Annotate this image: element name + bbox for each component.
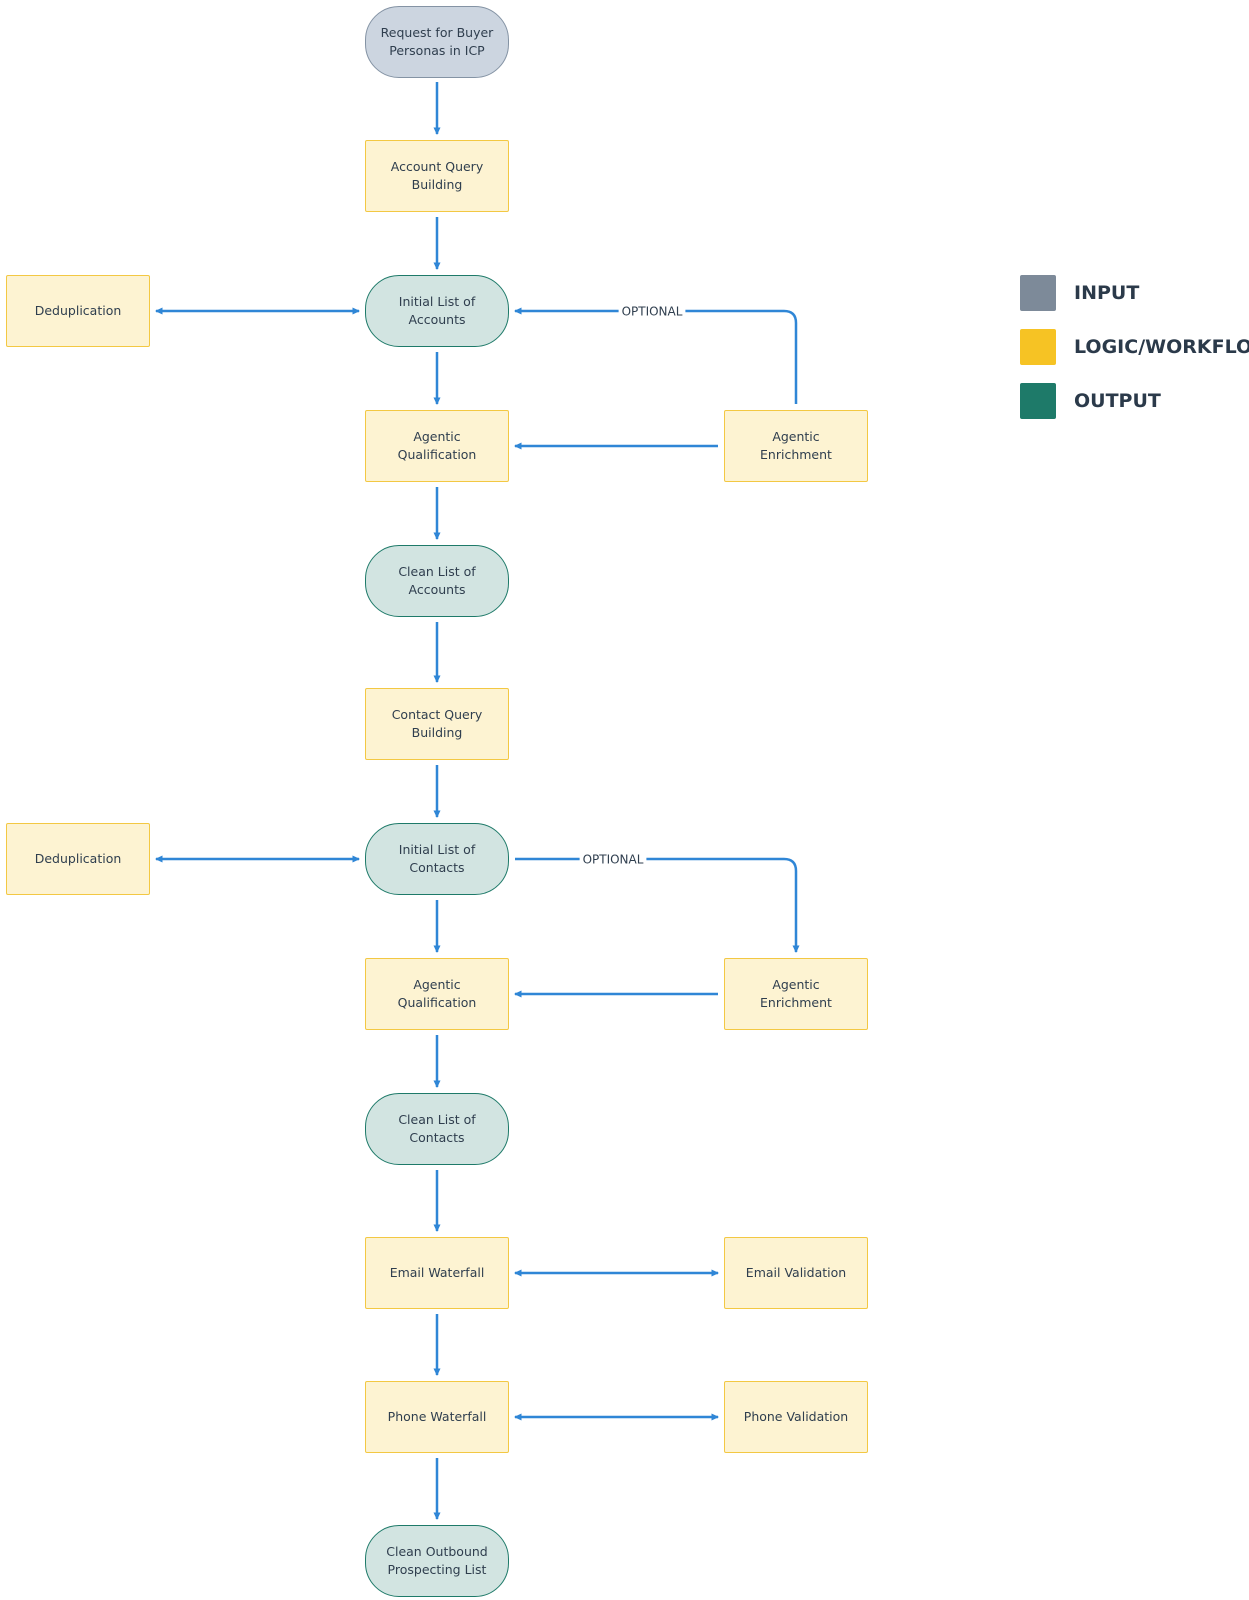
node-label: Request for Buyer Personas in ICP [380, 25, 494, 58]
node-deduplication-accounts[interactable]: Deduplication [6, 275, 150, 347]
arrow-optional-initial-contacts-to-enrichment [515, 857, 800, 953]
node-label: Clean Outbound Prospecting List [386, 1544, 488, 1577]
node-agentic-qualification-accounts[interactable]: Agentic Qualification [365, 410, 509, 482]
node-account-query-building[interactable]: Account Query Building [365, 140, 509, 212]
node-label: Contact Query Building [391, 707, 483, 740]
legend-item-output: OUTPUT [1020, 383, 1161, 419]
node-label: Initial List of Accounts [398, 294, 476, 327]
node-label: Clean List of Contacts [398, 1112, 476, 1145]
node-email-waterfall[interactable]: Email Waterfall [365, 1237, 509, 1309]
node-clean-list-of-contacts[interactable]: Clean List of Contacts [365, 1093, 509, 1165]
optional-label-accounts-background [618, 302, 686, 320]
node-label: Email Waterfall [389, 1265, 485, 1280]
node-label: Agentic Qualification [397, 977, 477, 1010]
legend-swatch-output [1020, 383, 1056, 419]
arrow-optional-enrichment-to-initial-accounts [514, 307, 798, 404]
node-agentic-enrichment-contacts[interactable]: Agentic Enrichment [724, 958, 868, 1030]
legend-label-input: INPUT [1074, 282, 1140, 304]
legend-label-logic-workflow: LOGIC/WORKFLOW [1074, 336, 1249, 358]
node-label: Agentic Enrichment [760, 977, 832, 1010]
node-label: Email Validation [745, 1265, 847, 1280]
node-label: Account Query Building [390, 159, 484, 192]
node-label: Phone Validation [743, 1409, 849, 1424]
legend-swatch-logic-workflow [1020, 329, 1056, 365]
optional-label-contacts: OPTIONAL [583, 853, 644, 867]
node-label: Initial List of Contacts [398, 842, 476, 875]
node-agentic-enrichment-accounts[interactable]: Agentic Enrichment [724, 410, 868, 482]
node-initial-list-of-accounts[interactable]: Initial List of Accounts [365, 275, 509, 347]
node-phone-validation[interactable]: Phone Validation [724, 1381, 868, 1453]
node-email-validation[interactable]: Email Validation [724, 1237, 868, 1309]
node-label: Agentic Qualification [397, 429, 477, 462]
node-phone-waterfall[interactable]: Phone Waterfall [365, 1381, 509, 1453]
node-label: Agentic Enrichment [760, 429, 832, 462]
node-deduplication-contacts[interactable]: Deduplication [6, 823, 150, 895]
node-clean-outbound-prospecting-list[interactable]: Clean Outbound Prospecting List [365, 1525, 509, 1597]
legend-item-logic-workflow: LOGIC/WORKFLOW [1020, 329, 1249, 365]
legend-item-input: INPUT [1020, 275, 1139, 311]
node-initial-list-of-contacts[interactable]: Initial List of Contacts [365, 823, 509, 895]
node-label: Phone Waterfall [387, 1409, 487, 1424]
node-label: Clean List of Accounts [398, 564, 476, 597]
legend-swatch-input [1020, 275, 1056, 311]
node-label: Deduplication [34, 303, 122, 318]
node-request-buyer-personas[interactable]: Request for Buyer Personas in ICP [365, 6, 509, 78]
legend-label-output: OUTPUT [1074, 390, 1161, 412]
node-contact-query-building[interactable]: Contact Query Building [365, 688, 509, 760]
optional-label-contacts-background [579, 850, 647, 868]
node-clean-list-of-accounts[interactable]: Clean List of Accounts [365, 545, 509, 617]
node-label: Deduplication [34, 851, 122, 866]
optional-label-accounts: OPTIONAL [622, 305, 683, 319]
node-agentic-qualification-contacts[interactable]: Agentic Qualification [365, 958, 509, 1030]
